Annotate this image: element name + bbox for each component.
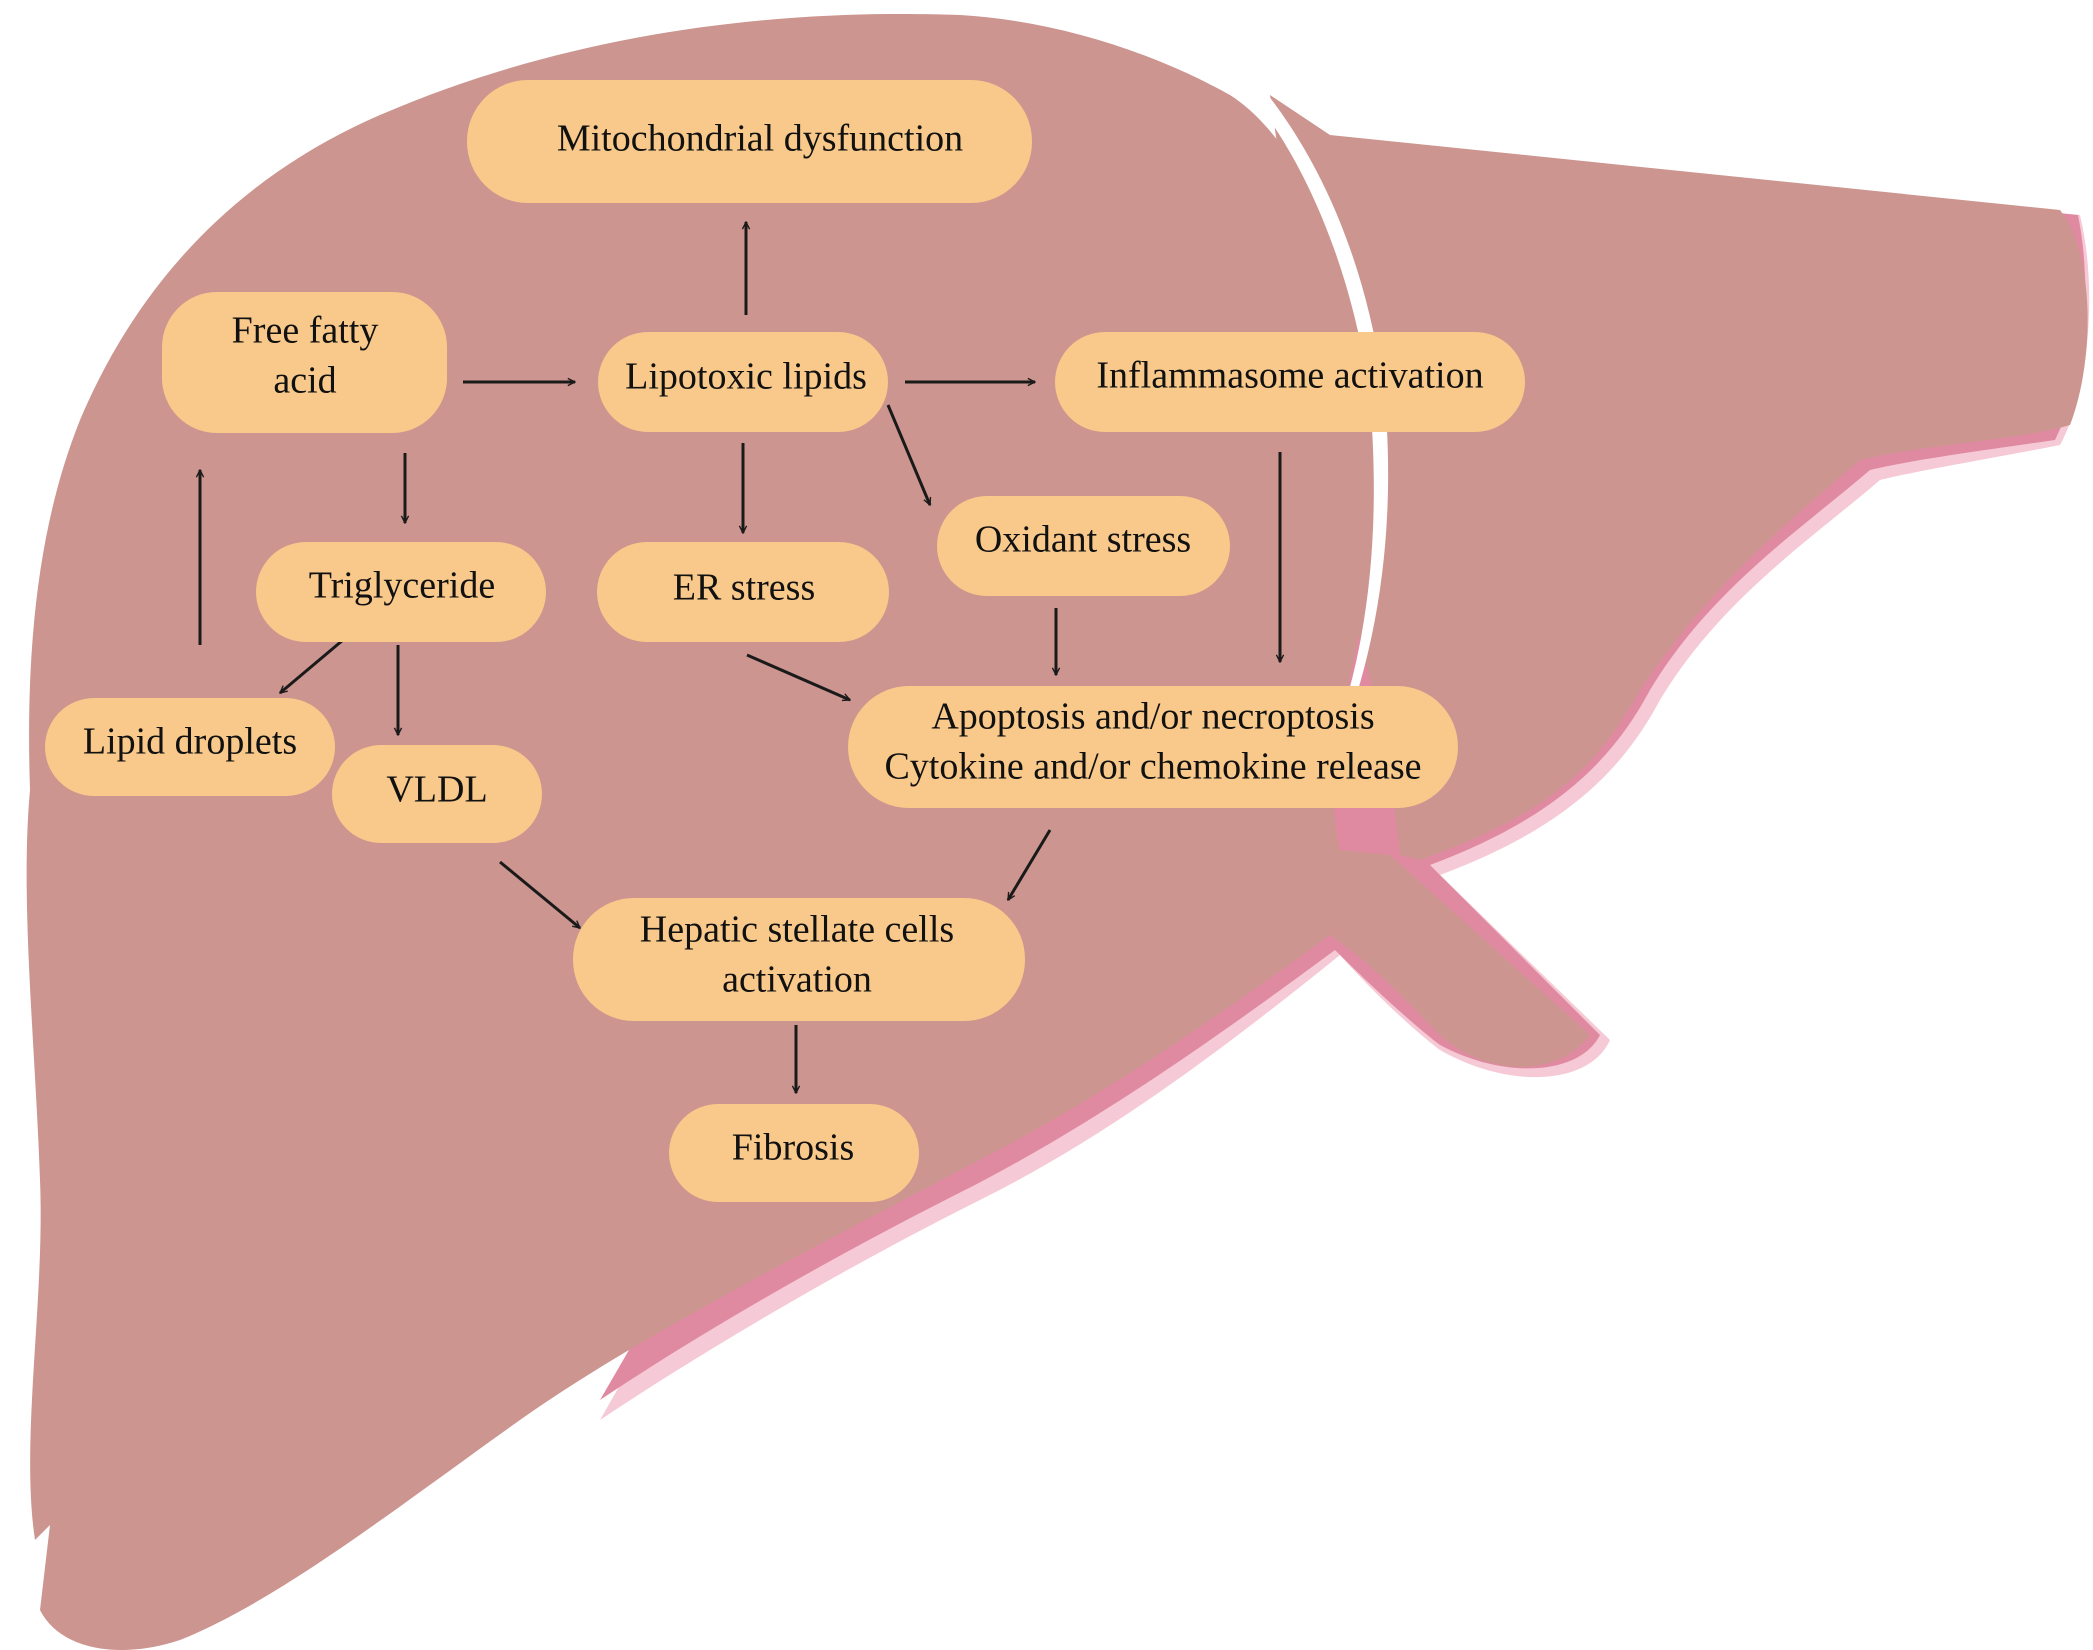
node-label-line-2: acid [273,360,336,402]
node-label: Oxidant stress [975,519,1191,561]
node-er-stress: ER stress [597,542,889,642]
node-inflammasome-activation: Inflammasome activation [1055,332,1525,432]
node-lipid-droplets: Lipid droplets [45,698,335,796]
nodes-layer: Mitochondrial dysfunction Free fatty aci… [45,80,1525,1202]
node-label: Triglyceride [309,565,495,607]
node-label-line-1: Hepatic stellate cells [640,909,954,951]
node-label-line-2: activation [722,959,872,1001]
arrow-lipotoxic-to-oxidant-stress [886,404,932,505]
liver-shape [26,13,2088,1650]
node-oxidant-stress: Oxidant stress [937,496,1230,596]
node-label-line-1: Free fatty [232,310,379,352]
node-label: Fibrosis [732,1127,854,1169]
node-mitochondrial-dysfunction: Mitochondrial dysfunction [467,80,1032,203]
node-apoptosis-cytokine: Apoptosis and/or necroptosis Cytokine an… [848,686,1458,808]
node-free-fatty-acid: Free fatty acid [162,292,447,433]
node-fibrosis: Fibrosis [669,1104,919,1202]
node-vldl: VLDL [332,745,542,843]
liver-right-lobe [1270,95,2088,860]
node-lipotoxic-lipids: Lipotoxic lipids [598,332,888,432]
node-label: Lipid droplets [83,721,297,763]
node-triglyceride: Triglyceride [256,542,546,642]
arrow-vldl-to-hsc [499,860,580,930]
arrow-apoptosis-to-hsc [1006,829,1052,900]
arrows-layer [200,222,1280,1093]
arrow-triglyceride-to-lipid-droplets [280,638,344,695]
node-label: ER stress [673,567,816,609]
node-label: Inflammasome activation [1096,355,1483,397]
node-label-line-1: Apoptosis and/or necroptosis [931,696,1374,738]
node-label: Mitochondrial dysfunction [557,118,963,160]
node-label-line-2: Cytokine and/or chemokine release [884,746,1421,788]
node-hepatic-stellate-cells: Hepatic stellate cells activation [573,898,1025,1021]
arrow-er-stress-to-apoptosis [746,653,850,702]
node-label: VLDL [386,769,487,811]
node-label: Lipotoxic lipids [625,356,867,398]
